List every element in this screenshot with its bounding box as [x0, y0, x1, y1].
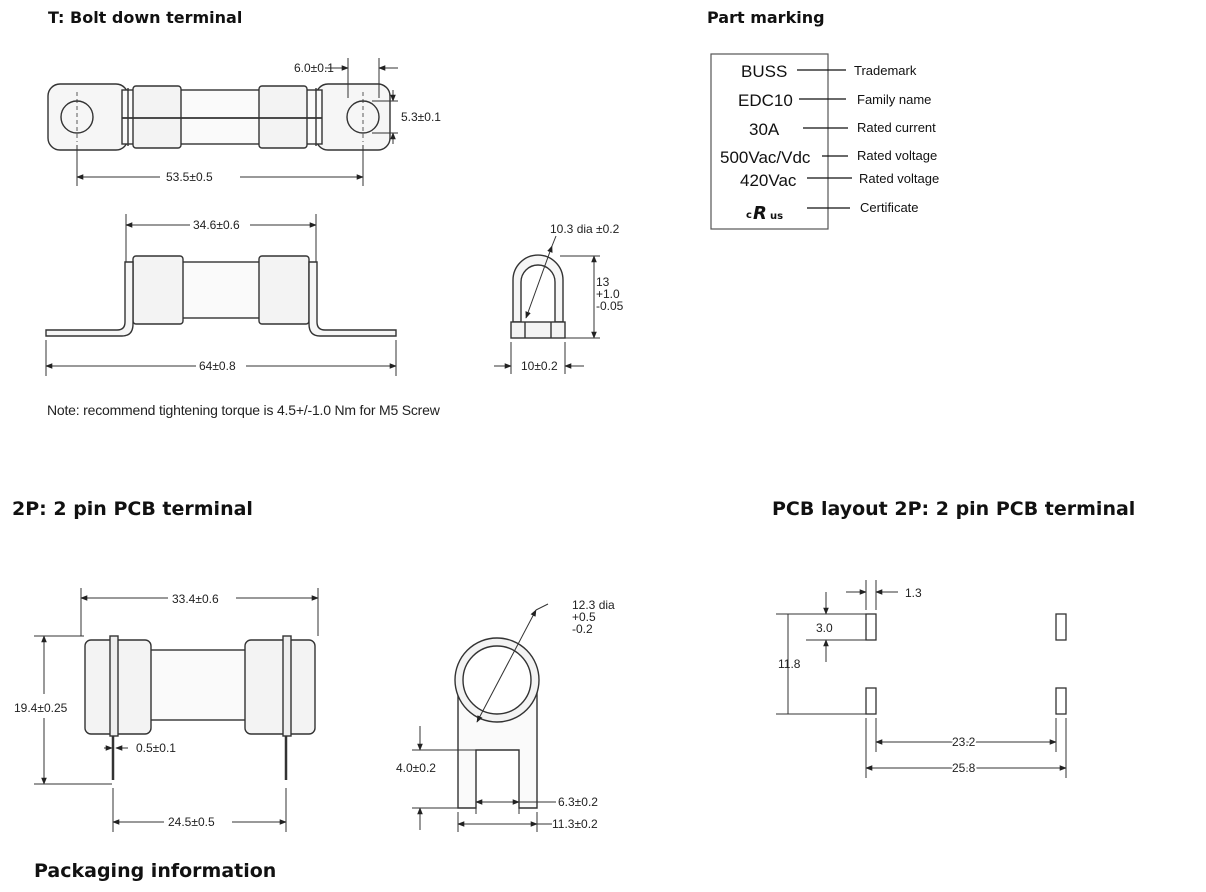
end-foot — [510, 321, 566, 339]
left-bent-tab — [45, 261, 134, 337]
pcb-side-dims — [34, 588, 319, 832]
marking-current-text: 30A — [749, 120, 780, 139]
pad-top-left — [865, 613, 877, 641]
marking-current-label: Rated current — [857, 120, 936, 135]
left-end-cap — [132, 85, 182, 149]
layout-pad-length-dim: 3.0 — [816, 621, 833, 635]
bolt-side-view — [45, 255, 397, 337]
pcb-dia-minus: -0.2 — [572, 622, 593, 636]
pcb-height-dim: 19.4±0.25 — [14, 701, 68, 715]
hole-spacing-dim: 53.5±0.5 — [166, 170, 213, 184]
pcb-end-view — [454, 637, 540, 809]
marking-voltage-label: Rated voltage — [857, 148, 937, 163]
pad-bottom-right — [1055, 687, 1067, 715]
layout-inner-dim: 23.2 — [952, 735, 976, 749]
pcb-end-inner — [462, 645, 532, 715]
pcb-dia-plus: +0.5 — [572, 610, 596, 624]
side-left-cap — [132, 255, 184, 325]
pcb-layout-pads — [865, 613, 1067, 715]
pcb-slot-width-dim: 6.3±0.2 — [558, 795, 598, 809]
left-tab — [47, 83, 129, 151]
layout-outer-dim: 25.8 — [952, 761, 976, 775]
bolt-end-dims — [494, 235, 600, 374]
right-bent-tab — [308, 261, 397, 337]
marking-voltage2-text: 420Vac — [740, 171, 797, 190]
right-end-cap — [258, 85, 308, 149]
end-foot-dim: 10±0.2 — [521, 359, 558, 373]
overall-length-dim: 64±0.8 — [199, 359, 236, 373]
pad-bottom-left — [865, 687, 877, 715]
marking-family-label: Family name — [857, 92, 931, 107]
bolt-top-view — [47, 83, 391, 151]
marking-voltage-text: 500Vac/Vdc — [720, 148, 811, 167]
bolt-end-view — [510, 254, 566, 339]
pad-top-right — [1055, 613, 1067, 641]
pcb-right-plate — [282, 635, 292, 737]
pcb-layout-heading: PCB layout 2P: 2 pin PCB terminal — [772, 498, 1136, 520]
pcb-pin-dim: 0.5±0.1 — [136, 741, 176, 755]
pcb-end-dims — [412, 603, 556, 832]
end-clamp — [512, 254, 564, 323]
ul-certificate-icon: c R us — [746, 203, 783, 224]
end-height-main: 13 — [596, 275, 610, 289]
layout-pad-width-dim: 1.3 — [905, 586, 922, 600]
pcb-layout-dims — [776, 580, 1067, 778]
part-marking-box — [710, 53, 852, 230]
part-marking-heading: Part marking — [707, 8, 825, 27]
pcb-terminal-heading: 2P: 2 pin PCB terminal — [12, 498, 253, 520]
body-length-dim: 34.6±0.6 — [193, 218, 240, 232]
pcb-base-width-dim: 11.3±0.2 — [552, 817, 598, 831]
svg-text:R: R — [753, 203, 767, 224]
pcb-body — [147, 649, 249, 721]
layout-row-spacing-dim: 11.8 — [778, 657, 801, 671]
bolt-top-dims — [76, 58, 398, 186]
torque-note: Note: recommend tightening torque is 4.5… — [47, 402, 440, 418]
pcb-left-plate — [109, 635, 119, 737]
pcb-dia-main: 12.3 dia — [572, 598, 615, 612]
bolt-side-dims — [45, 214, 397, 376]
packaging-heading: Packaging information — [34, 860, 277, 882]
end-height-minus: -0.05 — [596, 299, 624, 313]
marking-certificate-label: Certificate — [860, 200, 919, 215]
marking-family-text: EDC10 — [738, 91, 793, 110]
pcb-pin-spacing-dim: 24.5±0.5 — [168, 815, 215, 829]
pcb-slot-depth-dim: 4.0±0.2 — [396, 761, 436, 775]
hole-dim: 5.3±0.1 — [401, 110, 441, 124]
marking-trademark-text: BUSS — [741, 62, 787, 81]
marking-voltage2-label: Rated voltage — [859, 171, 939, 186]
svg-text:c: c — [746, 210, 752, 221]
end-height-plus: +1.0 — [596, 287, 620, 301]
end-dia-dim: 10.3 dia ±0.2 — [550, 222, 620, 236]
bolt-down-heading: T: Bolt down terminal — [48, 8, 243, 27]
tab-width-dim: 6.0±0.1 — [294, 61, 334, 75]
marking-trademark-label: Trademark — [854, 63, 917, 78]
pcb-body-length-dim: 33.4±0.6 — [172, 592, 219, 606]
pcb-side-view — [84, 635, 316, 780]
side-right-cap — [258, 255, 310, 325]
pcb-right-cap — [244, 639, 316, 735]
svg-text:us: us — [770, 211, 783, 222]
